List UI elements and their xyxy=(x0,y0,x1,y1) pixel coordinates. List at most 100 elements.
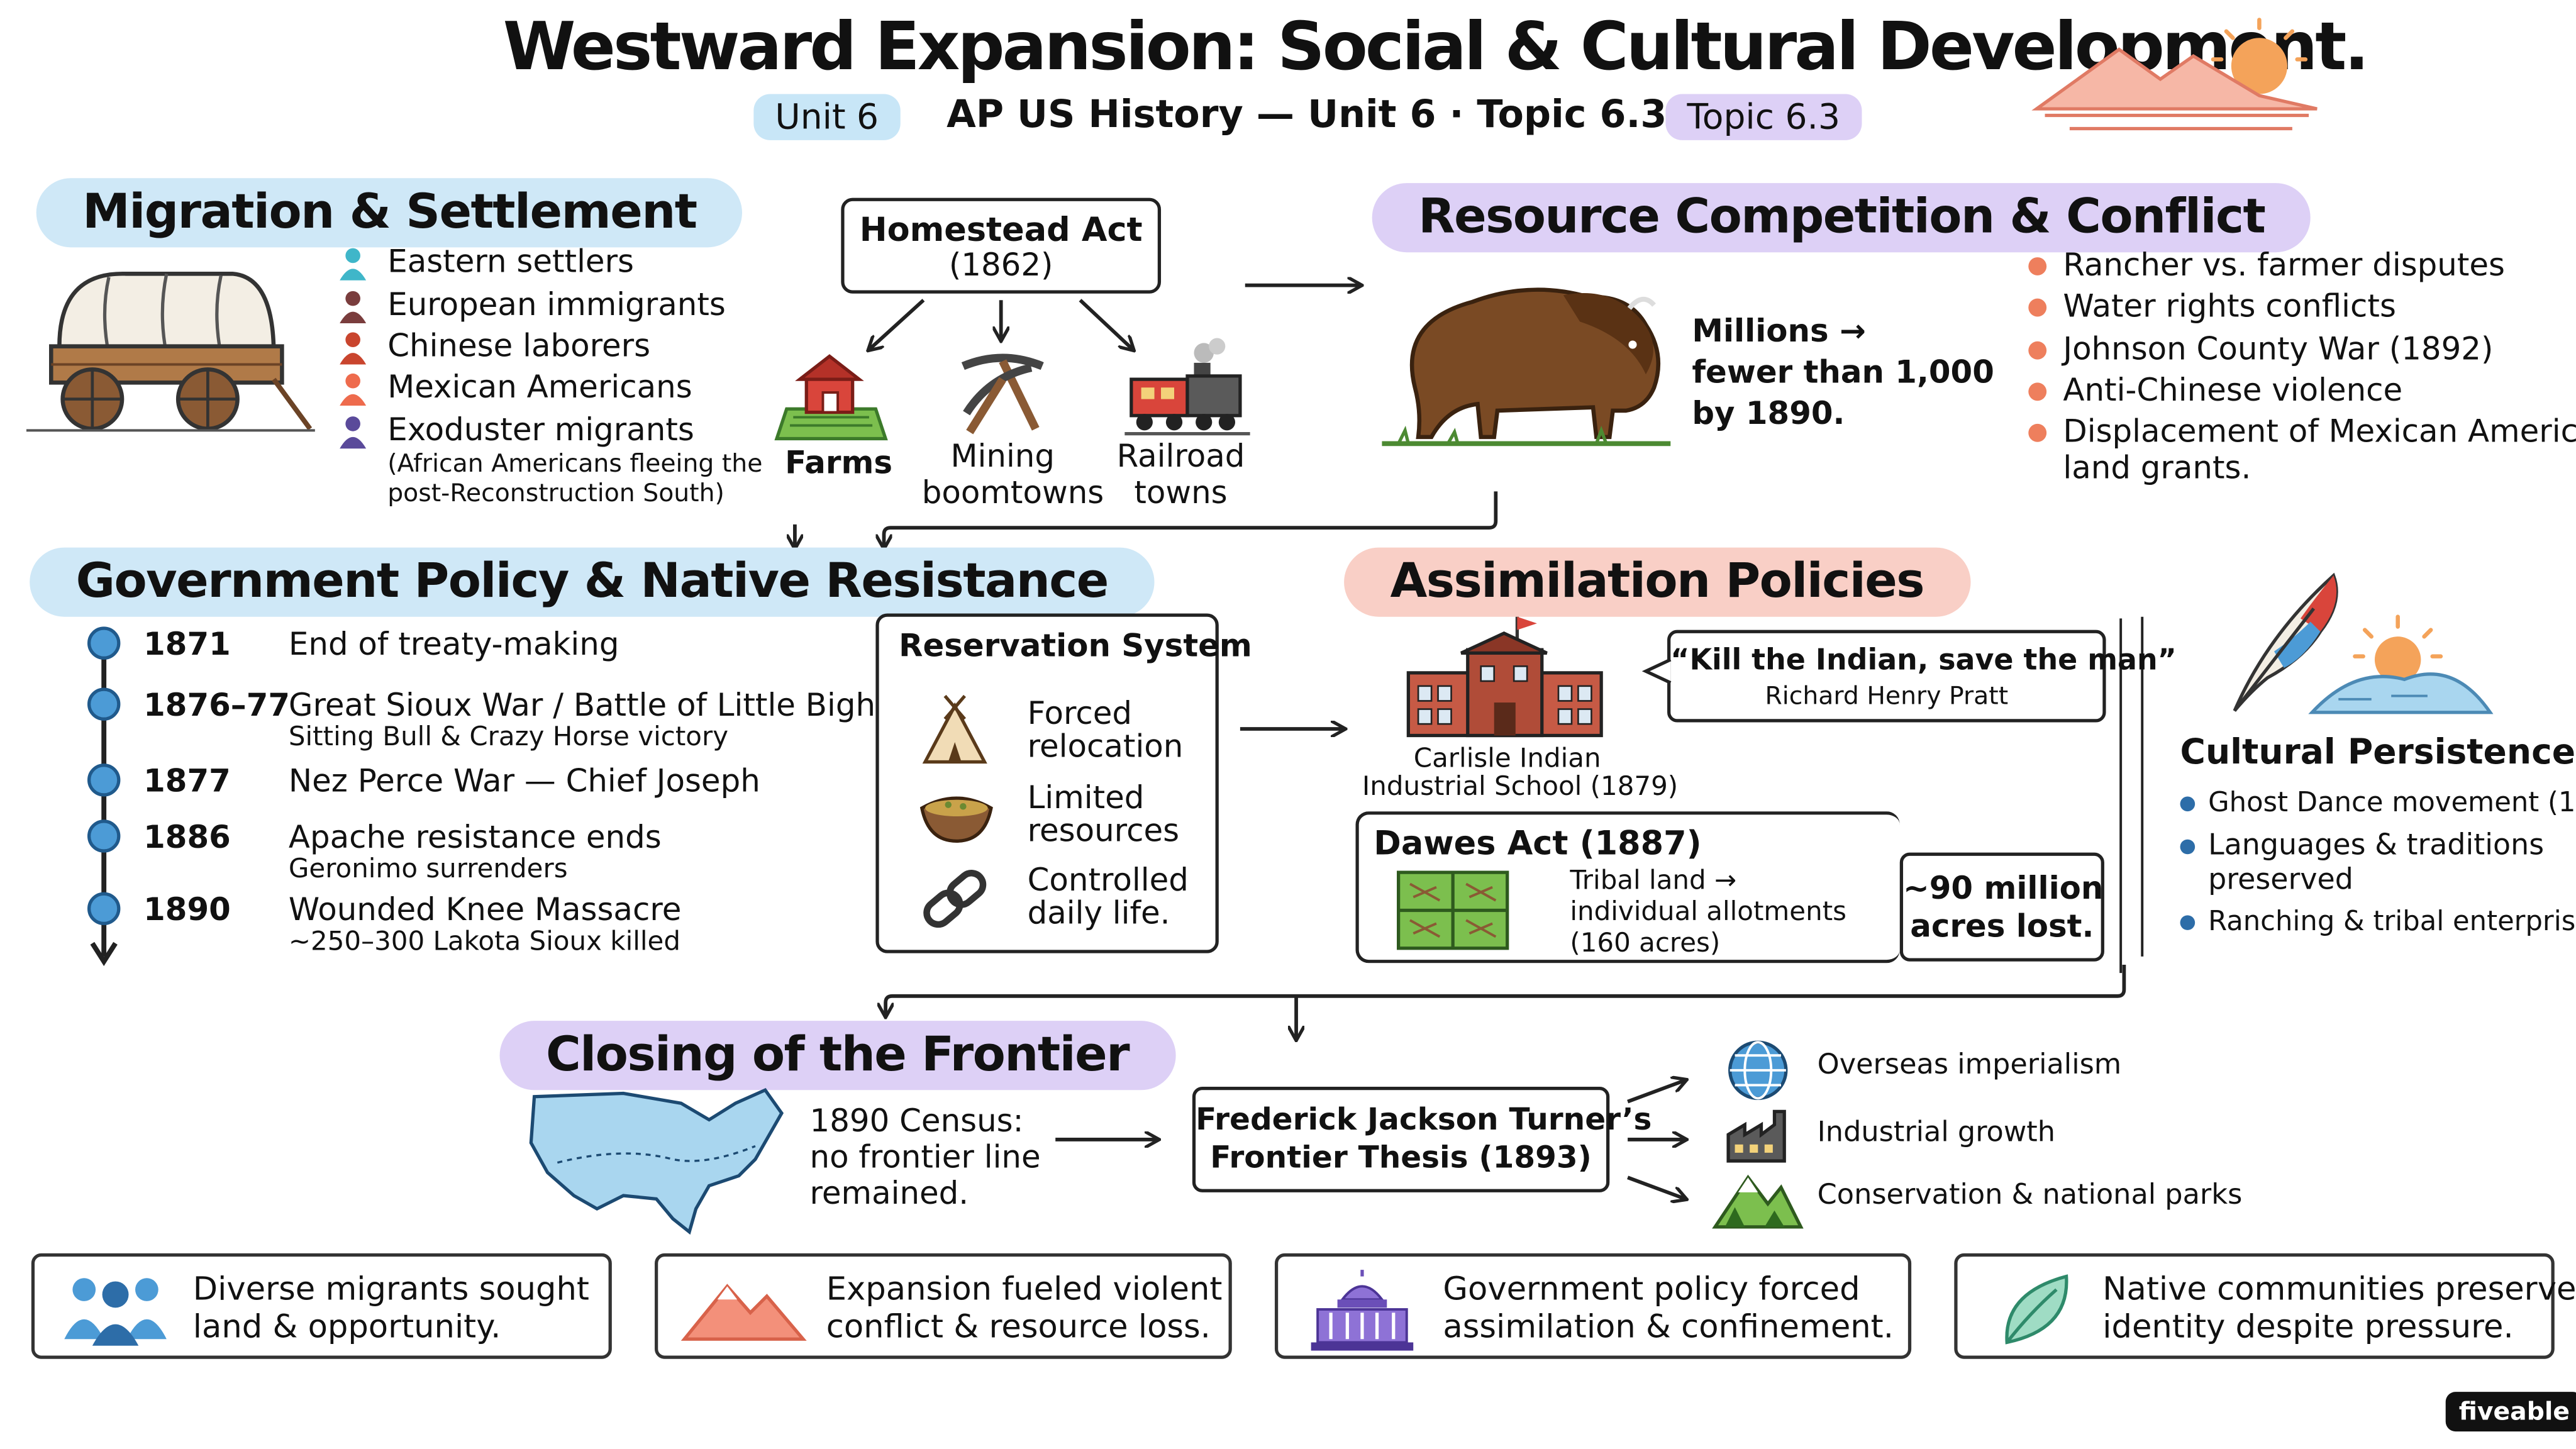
acres-lost-line2: acres lost. xyxy=(1910,908,2094,945)
quote-bubble: “Kill the Indian, save the man” Richard … xyxy=(1667,630,2177,723)
migrant-group-label: Exoduster migrants xyxy=(387,412,694,449)
person-icon xyxy=(340,332,367,365)
summary-line2: conflict & resource loss. xyxy=(826,1307,1211,1346)
reservation-item-line2: relocation xyxy=(1027,729,1184,765)
feather-icon xyxy=(2233,572,2338,712)
reservation-item-line1: Forced xyxy=(1027,696,1133,733)
acres-lost-line1: ~90 million xyxy=(1903,870,2104,908)
railroad-train-icon xyxy=(1124,338,1250,436)
summary-line1: Diverse migrants sought xyxy=(192,1270,589,1308)
summary-line2: assimilation & confinement. xyxy=(1443,1307,1894,1346)
bowl-icon xyxy=(919,796,993,843)
timeline-dot xyxy=(87,626,121,660)
bullet-icon xyxy=(2028,341,2047,360)
cultural-item-label: Languages & traditions xyxy=(2208,829,2545,863)
conflict-label: Displacement of Mexican American xyxy=(2063,414,2576,450)
dawes-title: Dawes Act (1887) xyxy=(1374,823,1702,863)
migrant-group-label: Mexican Americans xyxy=(387,369,692,406)
summary-card: Government policy forced assimilation & … xyxy=(1274,1253,1912,1359)
topic-pill: Topic 6.3 xyxy=(1665,94,1862,140)
conflict-label: Water rights conflicts xyxy=(2063,288,2396,325)
timeline-event: Great Sioux War / Battle of Little Bigho… xyxy=(288,687,927,724)
sun-hills-icon xyxy=(2308,614,2494,714)
timeline-event: Apache resistance ends xyxy=(288,819,662,856)
timeline-event: Nez Perce War — Chief Joseph xyxy=(288,763,760,800)
bullet-icon xyxy=(2180,915,2196,930)
cultural-item-label: Ghost Dance movement (1890) xyxy=(2208,786,2576,818)
dawes-line3: (160 acres) xyxy=(1570,926,1721,958)
timeline-year: 1886 xyxy=(143,819,231,856)
person-icon xyxy=(340,291,367,323)
quote-author: Richard Henry Pratt xyxy=(1765,680,2009,711)
bullet-icon xyxy=(2028,382,2047,401)
bison-icon xyxy=(1382,287,1671,447)
carlisle-school-line1: Carlisle Indian xyxy=(1413,741,1601,774)
migrant-group-label: European immigrants xyxy=(387,287,726,323)
timeline-dot xyxy=(87,763,121,797)
mountains-icon xyxy=(680,1284,807,1341)
outcome-farms: Farms xyxy=(785,445,893,482)
reservation-item-line2: daily life. xyxy=(1027,895,1170,932)
bullet-icon xyxy=(2180,796,2196,812)
summary-line1: Native communities preserved xyxy=(2102,1270,2576,1308)
person-icon xyxy=(340,248,367,280)
bullet-icon xyxy=(2180,839,2196,855)
summary-card: Native communities preserved identity de… xyxy=(1954,1253,2576,1359)
outcome-railroad-line2: towns xyxy=(1134,475,1228,511)
homestead-year: (1862) xyxy=(948,247,1053,284)
migrant-group-label: Chinese laborers xyxy=(387,328,651,365)
page-subtitle: AP US History — Unit 6 · Topic 6.3. xyxy=(947,94,1682,137)
teepee-icon xyxy=(922,694,987,764)
sunset-mountain-icon xyxy=(2031,18,2318,131)
frontier-outcome: Overseas imperialism xyxy=(1817,1048,2122,1082)
timeline-year: 1871 xyxy=(143,626,231,663)
assimilation-banner: Assimilation Policies xyxy=(1344,547,1970,617)
dawes-line2: individual allotments xyxy=(1570,895,1847,927)
person-icon xyxy=(340,373,367,406)
timeline-event: End of treaty-making xyxy=(288,626,619,663)
exoduster-note: post-Reconstruction South) xyxy=(387,478,724,508)
frontier-outcome: Industrial growth xyxy=(1817,1116,2056,1150)
outcome-mining-line1: Mining xyxy=(950,438,1055,475)
timeline-note: ~250–300 Lakota Sioux killed xyxy=(288,925,680,957)
outcome-mining: Mining boomtowns xyxy=(921,438,1104,511)
outcome-mining-line2: boomtowns xyxy=(921,475,1104,511)
person-icon xyxy=(340,416,367,449)
migration-banner: Migration & Settlement xyxy=(36,178,743,248)
timeline-year: 1876–77 xyxy=(143,687,291,724)
timeline-note: Sitting Bull & Crazy Horse victory xyxy=(288,720,729,752)
chain-link-icon xyxy=(923,870,987,928)
timeline-dot xyxy=(87,892,121,926)
outcome-railroad: Railroad towns xyxy=(1105,439,1257,511)
cultural-title: Cultural Persistence xyxy=(2180,732,2576,772)
reservation-system-box: Reservation System Forced relocation Lim… xyxy=(875,613,1252,953)
summary-card: Expansion fueled violent conflict & reso… xyxy=(655,1253,1232,1359)
bison-stat-line3: by 1890. xyxy=(1692,396,1845,433)
census-line3: remained. xyxy=(809,1175,969,1213)
quote-text: “Kill the Indian, save the man” xyxy=(1670,645,2177,678)
bison-stat-line2: fewer than 1,000 xyxy=(1692,354,1994,391)
census-line1: 1890 Census: xyxy=(809,1103,1024,1140)
summary-line2: land & opportunity. xyxy=(192,1307,501,1346)
capitol-building-icon xyxy=(1311,1270,1414,1351)
migrant-group-label: Eastern settlers xyxy=(387,244,635,280)
land-plot-icon xyxy=(1397,870,1509,950)
cultural-item-label-cont: preserved xyxy=(2208,864,2353,897)
conflict-label: Johnson County War (1892) xyxy=(2063,331,2494,368)
thesis-line2: Frontier Thesis (1893) xyxy=(1210,1141,1592,1176)
frontier-banner: Closing of the Frontier xyxy=(499,1021,1175,1091)
carlisle-school-line2: Industrial School (1879) xyxy=(1362,770,1679,802)
quote-tail xyxy=(1641,658,1672,684)
conflict-label-cont: land grants. xyxy=(2063,450,2251,487)
homestead-act-box: Homestead Act (1862) xyxy=(841,197,1162,294)
unit-pill: Unit 6 xyxy=(753,94,901,140)
thesis-line1: Frederick Jackson Turner’s xyxy=(1196,1103,1652,1138)
school-building-icon xyxy=(1406,616,1603,738)
timeline-dot xyxy=(87,819,121,853)
acres-lost-box: ~90 million acres lost. xyxy=(1899,852,2104,962)
globe-icon xyxy=(1728,1040,1788,1101)
reservation-title: Reservation System xyxy=(899,628,1252,665)
frontier-thesis-box: Frederick Jackson Turner’s Frontier Thes… xyxy=(1192,1087,1652,1192)
